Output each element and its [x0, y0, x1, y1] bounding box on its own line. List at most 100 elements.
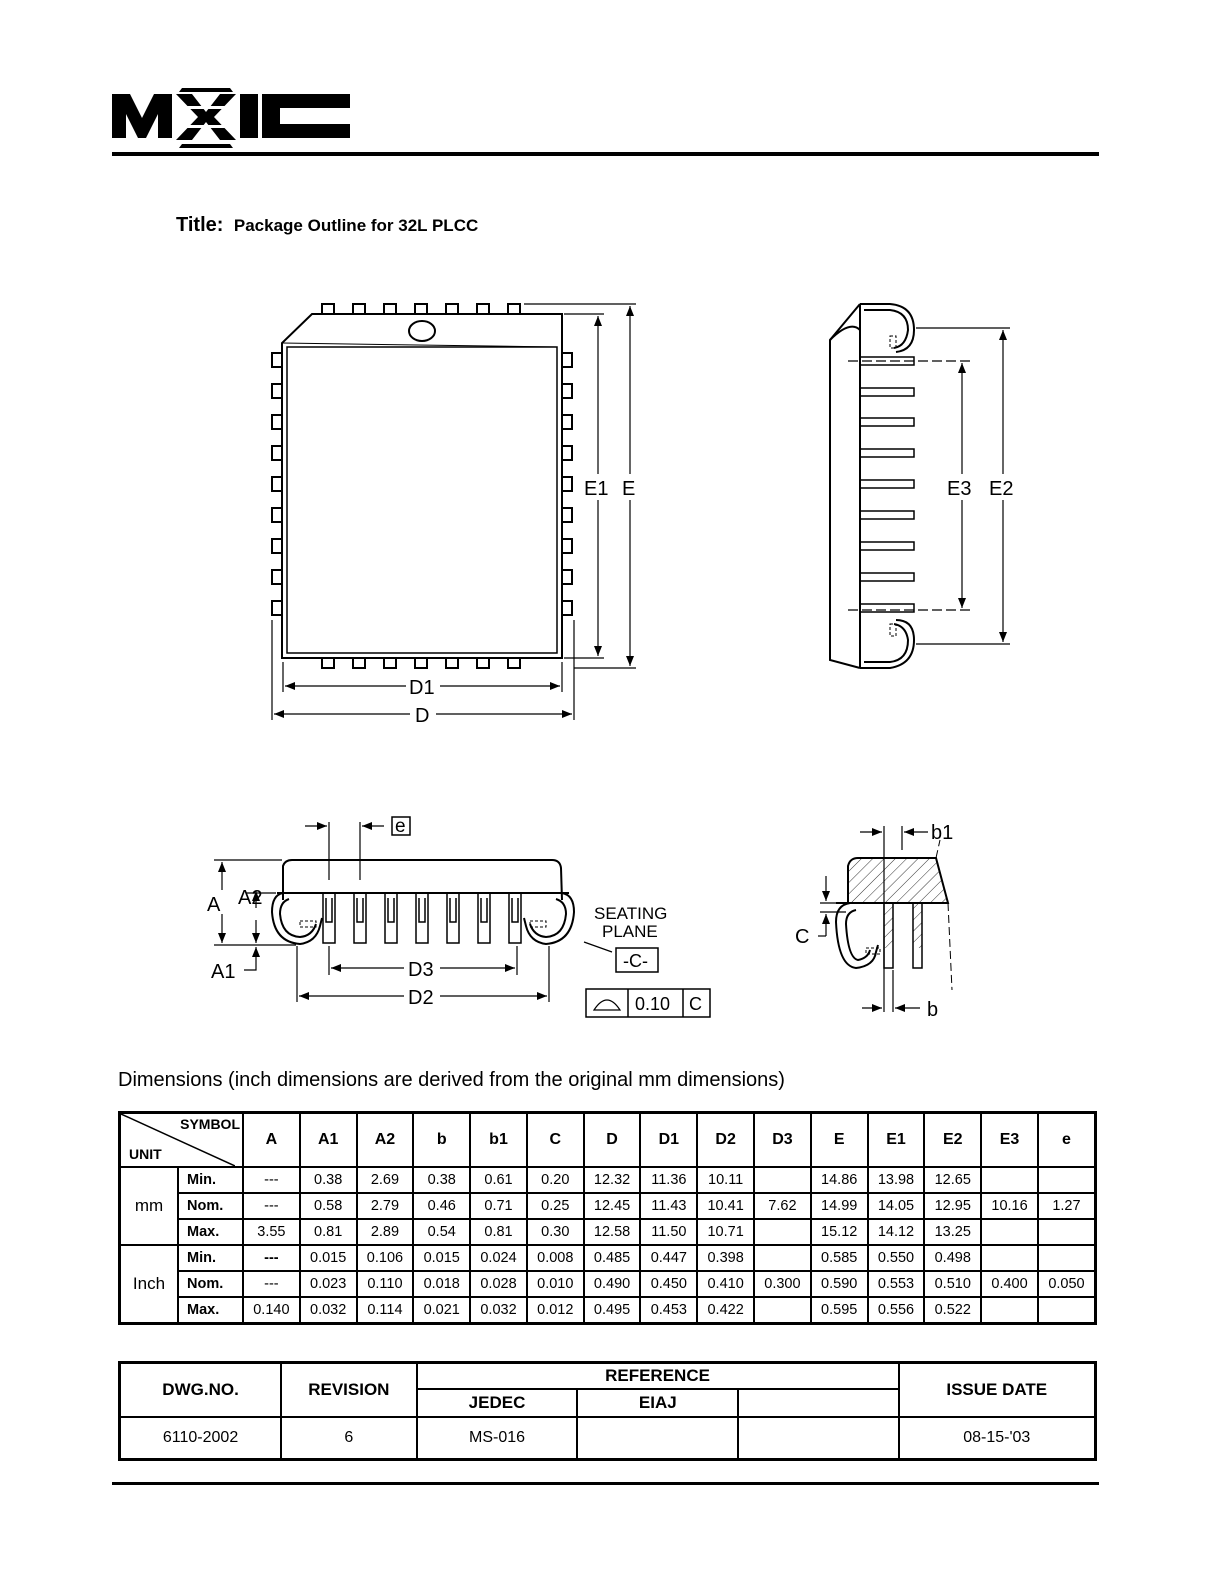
title-label: Title:: [176, 214, 224, 236]
issue-date-header: ISSUE DATE: [897, 1361, 1097, 1418]
table-cell: [1036, 1296, 1097, 1325]
label-D2: D2: [408, 987, 434, 1009]
table-cell: 12.58: [582, 1218, 642, 1246]
table-cell: 0.81: [469, 1218, 528, 1246]
column-header: A2: [355, 1111, 415, 1168]
table-cell: 15.12: [809, 1218, 869, 1246]
table-cell: 0.81: [298, 1218, 358, 1246]
table-cell: 1.27: [1036, 1192, 1097, 1220]
jedec-header: JEDEC: [415, 1388, 579, 1418]
footer-rule: [112, 1482, 1099, 1485]
table-cell: 11.36: [639, 1166, 699, 1194]
table-cell: 10.11: [696, 1166, 756, 1194]
package-outline-drawing: E1 E D1 D E3 E2: [207, 303, 1013, 1021]
table-cell: 2.79: [355, 1192, 415, 1220]
table-cell: 0.114: [355, 1296, 415, 1325]
drawing-title: Title: Package Outline for 32L PLCC: [176, 214, 478, 237]
table-cell: 0.032: [469, 1296, 528, 1325]
seating-plane-line1: SEATING: [594, 904, 667, 923]
column-header: e: [1036, 1111, 1097, 1168]
label-b: b: [927, 999, 938, 1021]
label-D: D: [415, 705, 429, 727]
table-cell: 14.86: [809, 1166, 869, 1194]
label-E: E: [622, 478, 635, 500]
table-cell: 0.590: [809, 1270, 869, 1298]
revision-value: 6: [280, 1416, 418, 1461]
table-cell: 0.553: [866, 1270, 926, 1298]
table-cell: 0.021: [412, 1296, 472, 1325]
label-e: e: [395, 816, 406, 837]
unit-cell: mm: [118, 1166, 179, 1246]
dwg-no-header: DWG.NO.: [118, 1361, 283, 1418]
table-cell: 0.453: [639, 1296, 699, 1325]
detail-dimensions: [818, 826, 928, 1012]
row-label: Max.: [177, 1296, 244, 1325]
table-cell: 0.485: [582, 1244, 642, 1272]
table-cell: [980, 1296, 1039, 1325]
table-cell: 0.028: [469, 1270, 528, 1298]
table-cell: 10.16: [980, 1192, 1039, 1220]
label-C: C: [795, 926, 809, 948]
revision-header: REVISION: [280, 1361, 418, 1418]
table-cell: 0.032: [298, 1296, 358, 1325]
table-cell: 0.015: [298, 1244, 358, 1272]
label-E1: E1: [584, 478, 608, 500]
table-cell: 0.46: [412, 1192, 472, 1220]
column-header: E3: [980, 1111, 1039, 1168]
side-view-dimensions: [848, 327, 1010, 645]
table-cell: 0.447: [639, 1244, 699, 1272]
label-D1: D1: [409, 677, 435, 699]
table-cell: 0.140: [242, 1296, 301, 1325]
side-view: [829, 303, 916, 669]
table-cell: [753, 1166, 812, 1194]
table-cell: [753, 1296, 812, 1325]
eiaj-value: [576, 1416, 740, 1461]
table-cell: 2.89: [355, 1218, 415, 1246]
label-E2: E2: [989, 478, 1013, 500]
table-cell: 0.110: [355, 1270, 415, 1298]
flatness-value: 0.10: [635, 994, 670, 1014]
table-cell: 0.522: [923, 1296, 983, 1325]
row-label: Min.: [177, 1244, 244, 1272]
header-rule: [112, 152, 1099, 156]
table-cell: [980, 1218, 1039, 1246]
seating-plane-line2: PLANE: [602, 922, 658, 941]
table-cell: ---: [242, 1244, 301, 1272]
table-cell: 3.55: [242, 1218, 301, 1246]
symbol-unit-header: SYMBOL UNIT: [118, 1111, 244, 1168]
table-cell: 0.30: [525, 1218, 585, 1246]
column-header: D1: [639, 1111, 699, 1168]
front-view: [270, 859, 576, 946]
detail-view: [834, 839, 953, 991]
table-cell: [1036, 1244, 1097, 1272]
table-cell: 14.12: [866, 1218, 926, 1246]
table-cell: 0.495: [582, 1296, 642, 1325]
column-header: C: [525, 1111, 585, 1168]
table-cell: [1036, 1218, 1097, 1246]
column-header: E1: [866, 1111, 926, 1168]
table-cell: 0.012: [525, 1296, 585, 1325]
table-cell: 0.024: [469, 1244, 528, 1272]
table-cell: [753, 1218, 812, 1246]
table-cell: 0.58: [298, 1192, 358, 1220]
label-A2: A2: [238, 887, 262, 909]
reference-extra-header: [737, 1388, 900, 1418]
row-label: Min.: [177, 1166, 244, 1194]
column-header: b1: [469, 1111, 528, 1168]
table-cell: 0.498: [923, 1244, 983, 1272]
table-cell: ---: [242, 1192, 301, 1220]
table-cell: 12.32: [582, 1166, 642, 1194]
datum-box: [615, 947, 659, 973]
label-A: A: [207, 894, 221, 916]
datum-label: -C-: [623, 951, 648, 971]
table-cell: 0.018: [412, 1270, 472, 1298]
column-header: b: [412, 1111, 472, 1168]
drawing-info-table: DWG.NO. REVISION REFERENCE ISSUE DATE JE…: [118, 1361, 1097, 1461]
table-cell: [980, 1166, 1039, 1194]
table-cell: 0.400: [980, 1270, 1039, 1298]
